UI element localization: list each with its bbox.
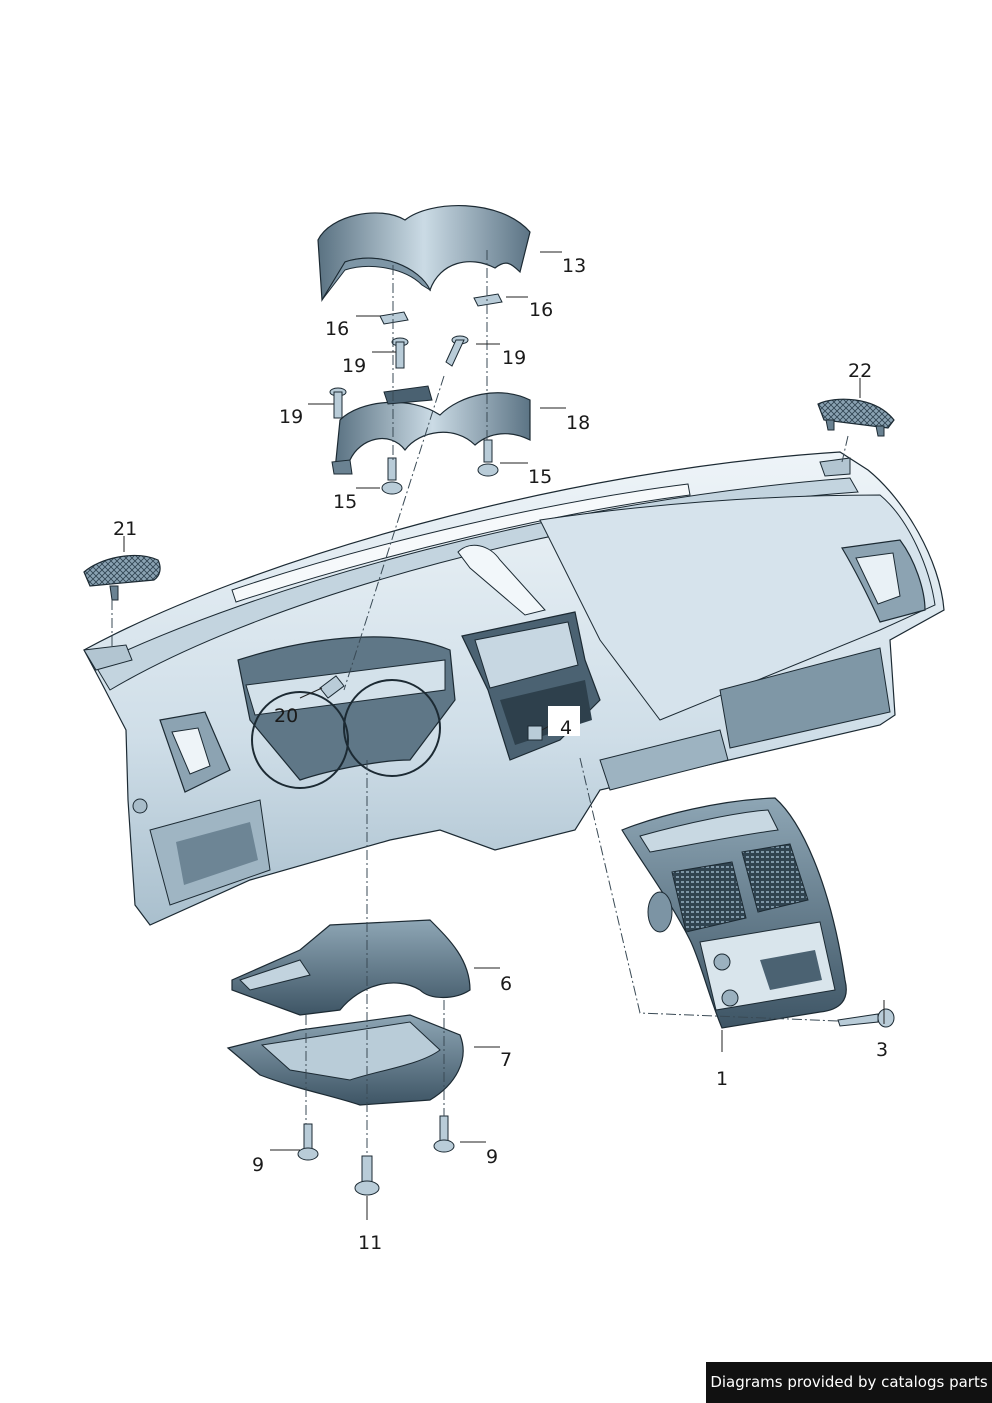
- callout-18: 18: [566, 412, 590, 434]
- callout-19-left: 19: [279, 406, 303, 428]
- footer-credit-banner: Diagrams provided by catalogs parts: [706, 1362, 992, 1403]
- callout-7: 7: [500, 1049, 512, 1071]
- callout-15-left: 15: [333, 491, 357, 513]
- part-7-steering-cover-lower: [226, 1014, 464, 1106]
- callout-4: 4: [560, 717, 572, 739]
- callout-16-right: 16: [529, 299, 553, 321]
- part-1-center-console-bezel: [621, 797, 847, 1029]
- callout-22: 22: [848, 360, 872, 382]
- label-4-backdrop: [548, 706, 580, 736]
- callout-9-right: 9: [486, 1146, 498, 1168]
- callout-19-top-left: 19: [342, 355, 366, 377]
- part-22-speaker-grille-right: [817, 398, 895, 437]
- callout-3: 3: [876, 1039, 888, 1061]
- assembly-lines: [111, 250, 849, 1156]
- part-18-cluster-lower-cover: [331, 385, 531, 475]
- callout-1: 1: [716, 1068, 728, 1090]
- callout-13: 13: [562, 255, 586, 277]
- part-6-steering-cover-upper: [231, 919, 471, 1016]
- callout-9-left: 9: [252, 1154, 264, 1176]
- callout-20: 20: [274, 705, 298, 727]
- callout-19-top-right: 19: [502, 347, 526, 369]
- callout-21: 21: [113, 518, 137, 540]
- callout-11: 11: [358, 1232, 382, 1254]
- callout-16-left: 16: [325, 318, 349, 340]
- part-21-speaker-grille-left: [83, 554, 161, 601]
- dashboard-panel: [83, 451, 945, 926]
- fastener-screws: [297, 293, 895, 1196]
- callout-labels: 13 16 16 19 19 19 18 15 15 22 21 20 4 6 …: [113, 255, 888, 1254]
- callout-6: 6: [500, 973, 512, 995]
- callout-15-right: 15: [528, 466, 552, 488]
- part-13-cluster-cover: [317, 204, 531, 302]
